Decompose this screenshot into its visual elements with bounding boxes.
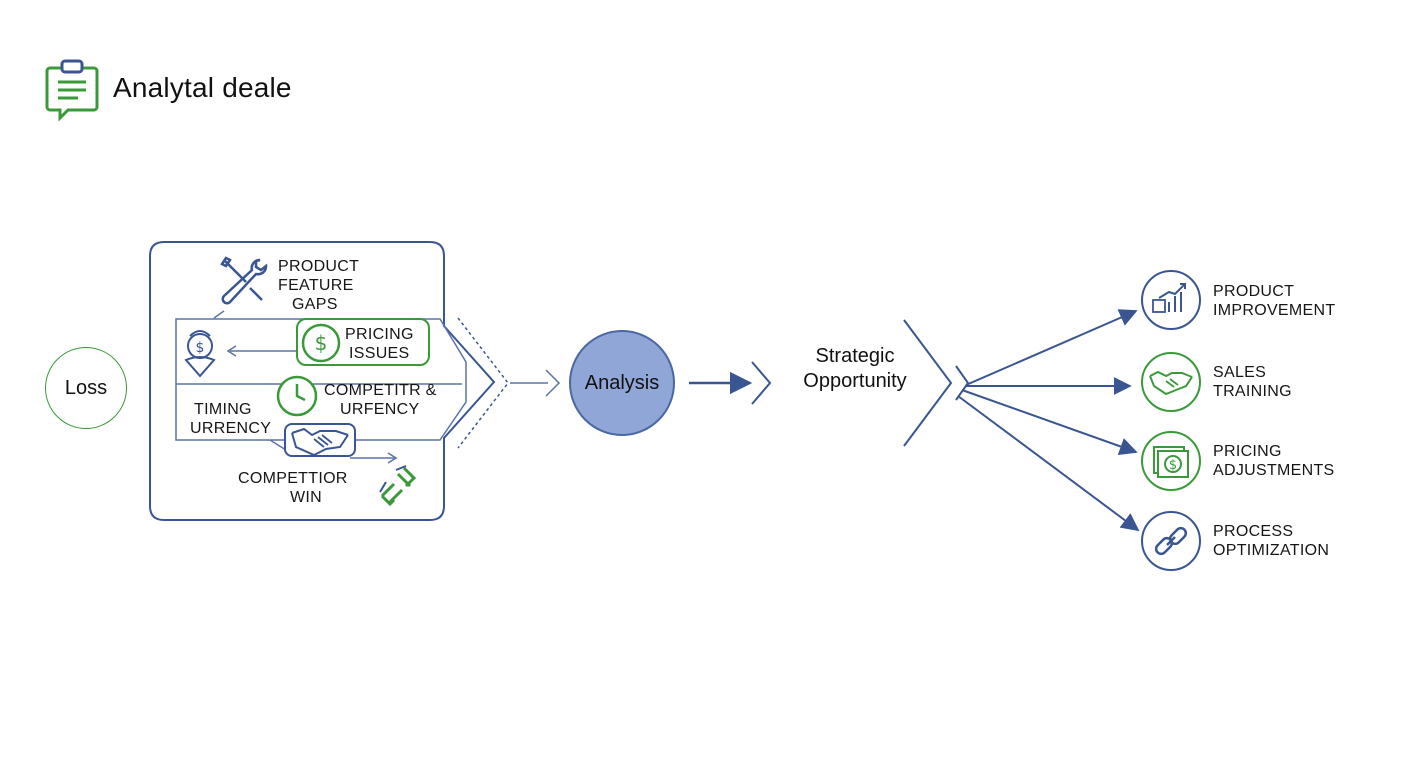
growth-chart-icon [1152, 283, 1186, 313]
person-dollar-icon: $ [184, 330, 216, 378]
reason-competitor-urgency: COMPETITR & URFENCY [324, 381, 437, 419]
outcome-line: PRODUCT [1213, 283, 1295, 300]
inner-panel [175, 318, 467, 441]
reason-line: COMPETTIOR [238, 470, 348, 487]
outcome-line: PRICING [1213, 443, 1282, 460]
outcome-line: PROCESS [1213, 523, 1294, 540]
outcome-product-improvement: PRODUCT IMPROVEMENT [1213, 282, 1335, 320]
page-title: Analytal deale [113, 72, 292, 103]
handshake-icon [291, 427, 349, 457]
outcome-product-improvement-circle [1141, 270, 1201, 330]
reason-line: WIN [290, 489, 323, 506]
strategic-opportunity-label: Strategic Opportunity [790, 344, 920, 394]
outcome-sales-training-circle [1141, 352, 1201, 412]
reason-competitor-win: COMPETTIOR WIN [238, 469, 348, 507]
reason-line: PRODUCT [278, 258, 360, 275]
svg-text:$: $ [196, 340, 205, 356]
outcome-sales-training: SALES TRAINING [1213, 363, 1292, 401]
reason-line: URRENCY [190, 420, 272, 437]
outcome-line: OPTIMIZATION [1213, 542, 1330, 559]
broken-link-icon [379, 465, 417, 507]
loss-node: Loss [45, 347, 127, 429]
money-icon: $ [1153, 446, 1189, 478]
clipboard-chat-icon [45, 59, 99, 122]
dollar-circle-icon: $ [301, 323, 341, 363]
reason-pricing-issues: PRICING ISSUES [345, 325, 414, 363]
reason-line: FEATURE [278, 277, 354, 294]
outcome-line: IMPROVEMENT [1213, 302, 1336, 319]
loss-label: Loss [64, 376, 108, 399]
reason-line: GAPS [292, 296, 338, 313]
outcome-process-optimization: PROCESS OPTIMIZATION [1213, 522, 1329, 560]
reason-line: URFENCY [340, 401, 420, 418]
outcome-line: TRAINING [1213, 383, 1292, 400]
handshake-icon [1149, 370, 1193, 396]
analysis-node: Analysis [569, 330, 675, 436]
wrench-screwdriver-icon [220, 256, 268, 305]
strategic-line-1: Strategic [815, 345, 895, 367]
reason-timing-urgency: TIMING URRENCY [190, 400, 271, 438]
reason-product-feature-gaps: PRODUCT FEATURE GAPS [278, 257, 359, 314]
svg-text:$: $ [315, 331, 328, 355]
svg-text:$: $ [1169, 458, 1177, 473]
reason-line: TIMING [194, 401, 252, 418]
clock-icon [276, 375, 318, 417]
outcome-line: SALES [1213, 364, 1267, 381]
outcome-pricing-adjustments: PRICING ADJUSTMENTS [1213, 442, 1335, 480]
reason-line: ISSUES [349, 345, 410, 362]
loss-reasons-container [149, 241, 496, 521]
outcome-line: ADJUSTMENTS [1213, 462, 1335, 479]
analysis-label: Analysis [584, 371, 660, 394]
chain-link-icon [1154, 526, 1188, 556]
strategic-line-2: Opportunity [803, 370, 907, 392]
reason-line: PRICING [345, 326, 414, 343]
reason-line: COMPETITR & [324, 382, 437, 399]
